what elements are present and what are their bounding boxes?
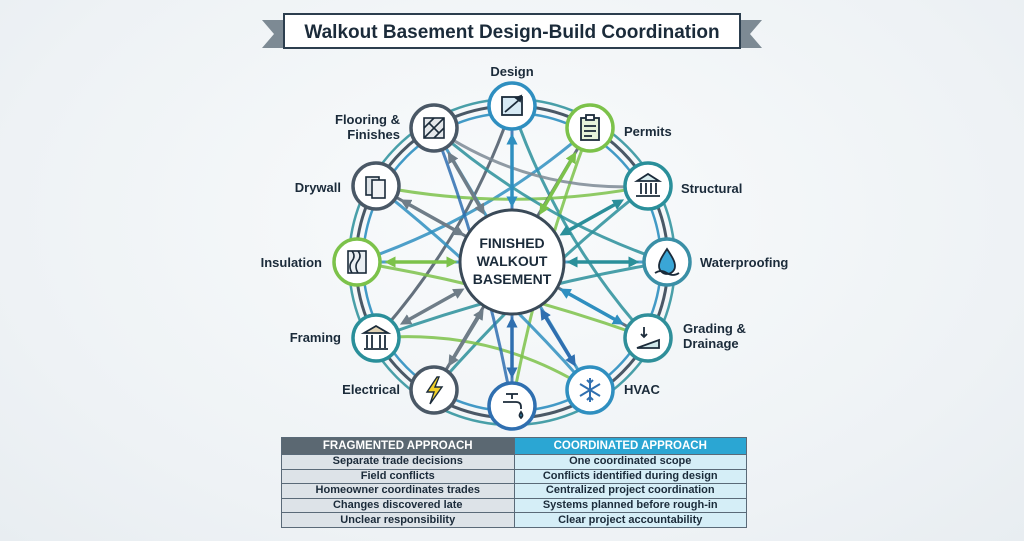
node-label-waterproofing: Waterproofing (700, 255, 788, 270)
connection-arc (375, 335, 591, 392)
node-flooring (409, 103, 459, 153)
node-label-framing: Framing (290, 330, 341, 345)
node-label-grading-line-1: Grading & (683, 321, 746, 336)
connection-arrow (399, 288, 465, 325)
node-label-grading-line-2: Drainage (683, 336, 739, 351)
node-label-flooring-line-2: Finishes (347, 127, 400, 142)
node-insulation (332, 237, 382, 287)
center-hub: FINISHED WALKOUT BASEMENT (458, 208, 566, 316)
table-row: Unclear responsibility Clear project acc… (281, 512, 747, 528)
node-labels: Design Permits Structural Waterproofing … (261, 64, 789, 397)
drywall-icon (365, 176, 386, 199)
node-electrical (409, 365, 459, 415)
coordinated-cell: Systems planned before rough-in (513, 497, 747, 514)
center-label-line-3: BASEMENT (473, 271, 552, 287)
node-ring (332, 81, 692, 431)
node-circle-grading (623, 313, 673, 363)
node-label-permits: Permits (624, 124, 672, 139)
node-framing (351, 313, 401, 363)
node-label-hvac: HVAC (624, 382, 660, 397)
coordinated-cell: One coordinated scope (513, 454, 747, 470)
faucet-icon (503, 393, 524, 420)
flooring-tiles-icon (423, 117, 445, 139)
coordinated-cell: Centralized project coordination (513, 483, 747, 499)
connection-arc (433, 126, 649, 189)
header-coordinated: COORDINATED APPROACH (513, 437, 747, 455)
center-circle (458, 208, 566, 316)
table-row: Homeowner coordinates trades Centralized… (281, 483, 747, 499)
framing-icon (360, 324, 392, 350)
fragmented-cell: Unclear responsibility (281, 512, 515, 528)
table-header-row: FRAGMENTED APPROACH COORDINATED APPROACH (281, 437, 747, 455)
table-row: Changes discovered late Systems planned … (281, 497, 747, 514)
slope-arrow-icon (636, 327, 660, 349)
banner-body (283, 13, 741, 49)
connection-arrow (399, 199, 465, 236)
page-title: Walkout Basement Design-Build Coordinati… (304, 22, 719, 43)
node-circle-plumbing (487, 381, 537, 431)
node-label-structural: Structural (681, 181, 742, 196)
coordinated-cell: Conflicts identified during design (513, 468, 747, 485)
center-label-line-2: WALKOUT (477, 253, 548, 269)
node-circle-framing (351, 313, 401, 363)
node-label-flooring-line-1: Flooring & (335, 112, 400, 127)
coordinated-cell: Clear project accountability (513, 512, 747, 528)
building-columns-icon (633, 172, 663, 197)
fragmented-cell: Field conflicts (281, 468, 515, 485)
water-drop-icon (654, 247, 680, 276)
connection-arrow (559, 288, 625, 325)
node-design (487, 81, 537, 131)
insulation-icon (347, 250, 367, 274)
comparison-table: FRAGMENTED APPROACH COORDINATED APPROACH… (281, 437, 747, 528)
fragmented-cell: Homeowner coordinates trades (281, 483, 515, 499)
table-row: Field conflicts Conflicts identified dur… (281, 468, 747, 485)
node-plumbing (487, 381, 537, 431)
node-label-insulation: Insulation (261, 255, 322, 270)
connection-arrow (539, 151, 577, 215)
node-label-electrical: Electrical (342, 382, 400, 397)
connection-arrow (447, 151, 485, 215)
node-label-design: Design (490, 64, 533, 79)
snowflake-icon (579, 378, 601, 402)
title-banner: Walkout Basement Design-Build Coordinati… (262, 13, 762, 49)
lightning-icon (425, 376, 444, 405)
node-drywall (351, 161, 401, 211)
node-waterproofing (642, 237, 692, 287)
fragmented-cell: Separate trade decisions (281, 454, 515, 470)
connection-arrow (559, 199, 625, 236)
node-hvac (565, 365, 615, 415)
node-permits (565, 103, 615, 153)
node-structural (623, 161, 673, 211)
connection-arrow (448, 308, 484, 367)
header-fragmented: FRAGMENTED APPROACH (281, 437, 515, 455)
center-label-line-1: FINISHED (479, 235, 544, 251)
blueprint-pencil-icon (501, 94, 523, 116)
table-row: Separate trade decisions One coordinated… (281, 454, 747, 470)
node-label-drywall: Drywall (295, 180, 341, 195)
clipboard-icon (580, 114, 600, 141)
node-circle-structural (623, 161, 673, 211)
fragmented-cell: Changes discovered late (281, 497, 515, 514)
connection-arrows (384, 133, 640, 379)
connection-arrow (540, 308, 576, 367)
node-grading (623, 313, 673, 363)
